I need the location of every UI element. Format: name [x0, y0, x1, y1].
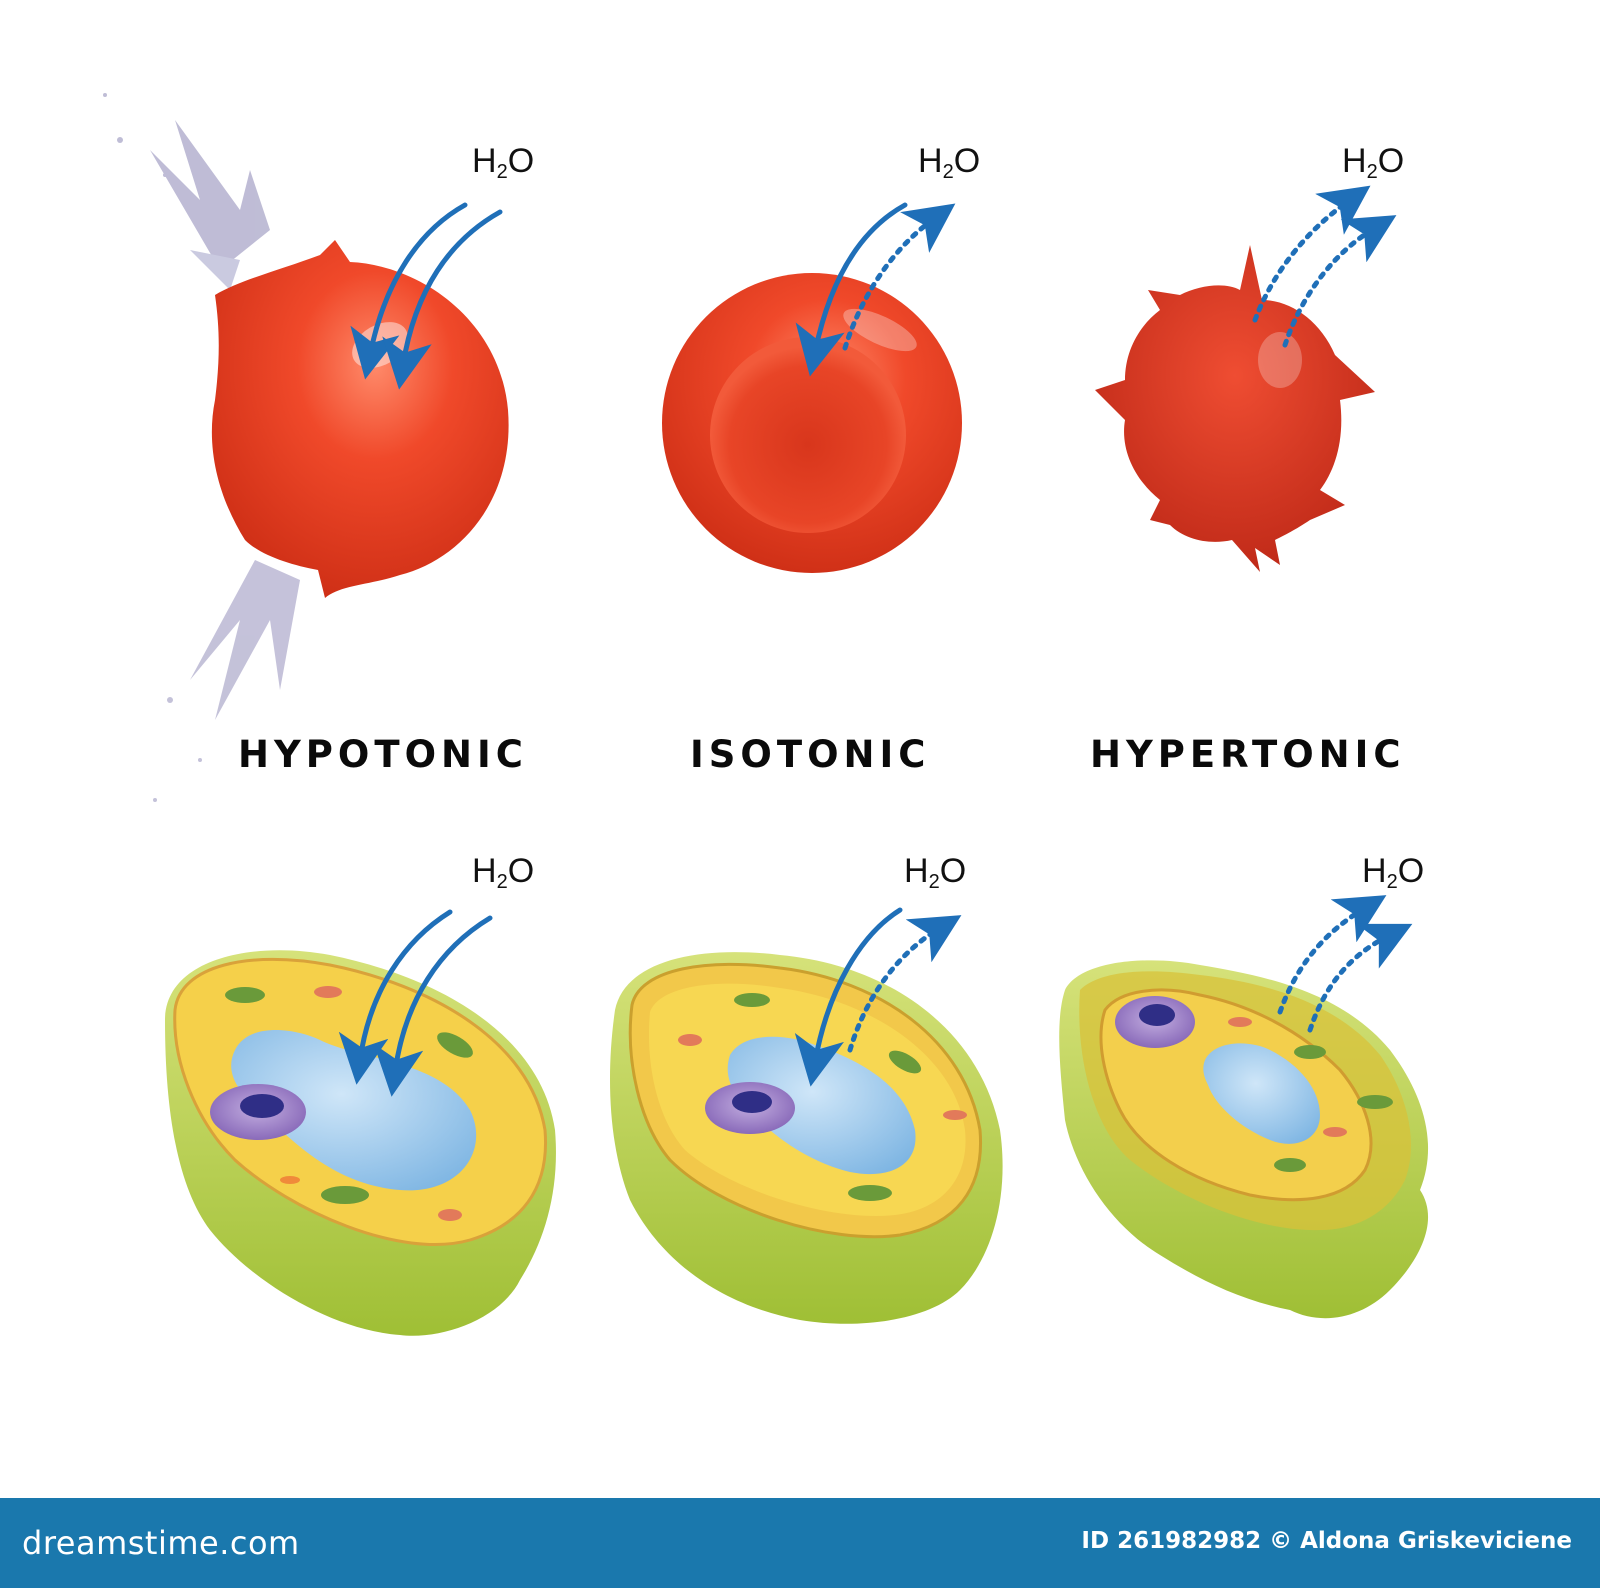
arrow-out-5: [1277, 895, 1387, 1015]
arrow-in-3: [795, 202, 908, 377]
diagram-artwork: [103, 93, 1429, 1336]
arrow-out-4: [847, 915, 962, 1053]
arrow-out-3: [1282, 215, 1397, 348]
hypotonic-plant-cell: [165, 950, 556, 1336]
footer-image-id: ID 261982982 © Aldona Griskeviciene: [1081, 1528, 1572, 1554]
burst-splatter-bottom: [153, 560, 300, 802]
arrow-in-6: [794, 907, 903, 1087]
label-hypertonic: HYPERTONIC: [1090, 733, 1406, 776]
footer-brand[interactable]: dreamstime.com: [22, 1524, 300, 1562]
h2o-label-bottom-isotonic: H2O: [904, 852, 967, 893]
h2o-label-bottom-hypertonic: H2O: [1362, 852, 1425, 893]
isotonic-red-cell: [662, 273, 962, 573]
arrow-in-2: [382, 209, 503, 390]
burst-splatter-top: [103, 93, 270, 290]
label-isotonic: ISOTONIC: [690, 733, 931, 776]
hypertonic-plant-cell: [1059, 960, 1429, 1319]
label-hypotonic: HYPOTONIC: [238, 733, 528, 776]
watermark-footer: dreamstime.com ID 261982982 © Aldona Gri…: [0, 1498, 1600, 1588]
hypotonic-red-cell: [103, 93, 509, 802]
water-arrows: [338, 185, 1413, 1097]
arrow-out-2: [1252, 185, 1371, 323]
arrow-in-1: [350, 202, 468, 380]
h2o-label-bottom-hypotonic: H2O: [472, 852, 535, 893]
arrow-in-4: [338, 909, 453, 1085]
arrow-out-6: [1307, 923, 1413, 1033]
hypertonic-red-cell: [1095, 245, 1375, 572]
arrow-out-1: [842, 203, 956, 351]
h2o-label-top-hypertonic: H2O: [1342, 142, 1405, 183]
isotonic-plant-cell: [610, 952, 1003, 1324]
h2o-label-top-hypotonic: H2O: [472, 142, 535, 183]
arrow-in-5: [373, 915, 493, 1097]
h2o-label-top-isotonic: H2O: [918, 142, 981, 183]
